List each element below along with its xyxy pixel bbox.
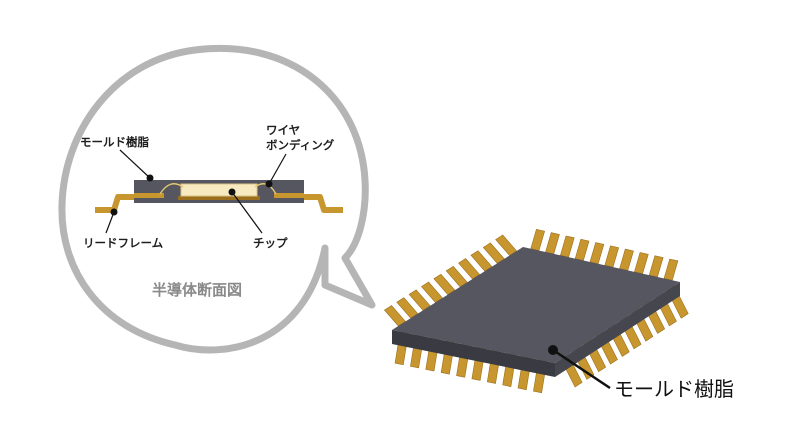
inner-lead-left	[134, 193, 164, 198]
leader-package-mold	[548, 345, 611, 390]
leader-leadframe	[105, 208, 118, 234]
package-top-face	[392, 247, 680, 363]
leader-wire	[265, 153, 287, 188]
lead-pin-back-left	[433, 273, 456, 296]
lead-pin-back-left	[396, 297, 419, 319]
label-package-mold-resin: モールド樹脂	[614, 377, 734, 401]
label-chip: チップ	[253, 236, 288, 250]
inner-lead-right	[274, 193, 304, 198]
cross-section: モールド樹脂 ワイヤ ボンディング リードフレーム チップ 半導体断面図	[80, 123, 343, 299]
package-side-left	[392, 330, 555, 377]
lead-pin-back-right	[648, 255, 664, 278]
lead-pin-back-left	[421, 281, 443, 303]
package-leads-back	[383, 228, 679, 327]
lead-pin-back-right	[604, 245, 620, 268]
label-lead-frame: リードフレーム	[83, 236, 164, 250]
lead-pin-back-left	[470, 250, 493, 272]
package-side-right	[555, 282, 680, 377]
die-pad	[178, 196, 260, 200]
chip-section	[180, 183, 258, 197]
lead-pin-back-left	[383, 305, 406, 327]
lead-pin-back-left	[458, 258, 481, 280]
qfp-package: モールド樹脂	[383, 228, 734, 401]
leader-chip	[228, 188, 263, 234]
label-wire-bonding-line2: ボンディング	[266, 138, 335, 152]
lead-pin-back-right	[530, 228, 545, 251]
lead-pin-back-left	[482, 242, 505, 264]
lead-pin-back-right	[619, 248, 634, 271]
label-mold-resin-section: モールド樹脂	[80, 135, 149, 149]
lead-pin-back-left	[408, 289, 431, 311]
label-wire-bonding-line1: ワイヤ	[266, 123, 300, 137]
lead-pin-back-left	[495, 234, 518, 256]
lead-pin-back-right	[663, 258, 679, 281]
lead-pin-back-right	[559, 235, 575, 258]
cross-section-caption: 半導体断面図	[152, 281, 242, 299]
leader-mold	[119, 149, 154, 182]
lead-pin-back-right	[589, 242, 605, 265]
bonding-wire-left	[159, 183, 184, 195]
lead-pin-back-right	[574, 238, 590, 261]
lead-pin-back-left	[445, 265, 468, 288]
lead-pin-back-right	[545, 232, 560, 255]
lead-pin-back-right	[634, 252, 649, 275]
